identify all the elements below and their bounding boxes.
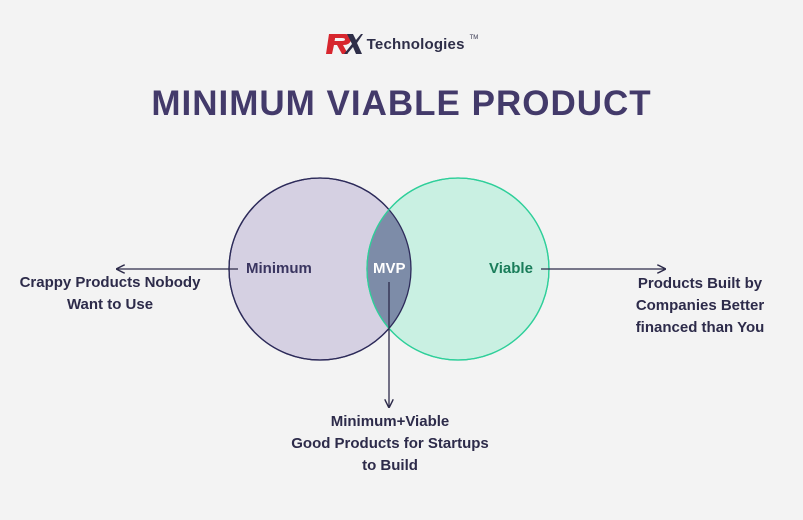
viable-label: Viable xyxy=(489,260,533,277)
mvp-description-line: to Build xyxy=(362,457,418,474)
mvp-description: Minimum+Viable Good Products for Startup… xyxy=(250,411,530,477)
viable-description-line: Products Built by xyxy=(637,275,763,292)
brand-name: Technologies xyxy=(366,35,465,53)
viable-description-line: financed than You xyxy=(635,319,765,336)
brand-logo: Technologies TM xyxy=(0,28,803,60)
mvp-description-line: Good Products for Startups xyxy=(291,435,489,452)
viable-description: Products Built by Companies Better finan… xyxy=(620,273,780,339)
mvp-label: MVP xyxy=(373,260,406,277)
minimum-description-line: Want to Use xyxy=(66,296,154,313)
viable-description-line: Companies Better xyxy=(635,297,765,314)
brand-tm: TM xyxy=(469,35,479,41)
minimum-description: Crappy Products Nobody Want to Use xyxy=(10,272,210,316)
page-title: MINIMUM VIABLE PRODUCT xyxy=(151,84,652,123)
rx-logo-mark-icon xyxy=(325,34,363,54)
minimum-label: Minimum xyxy=(246,260,312,277)
minimum-description-line: Crappy Products Nobody xyxy=(19,274,201,291)
mvp-description-line: Minimum+Viable xyxy=(330,413,450,430)
